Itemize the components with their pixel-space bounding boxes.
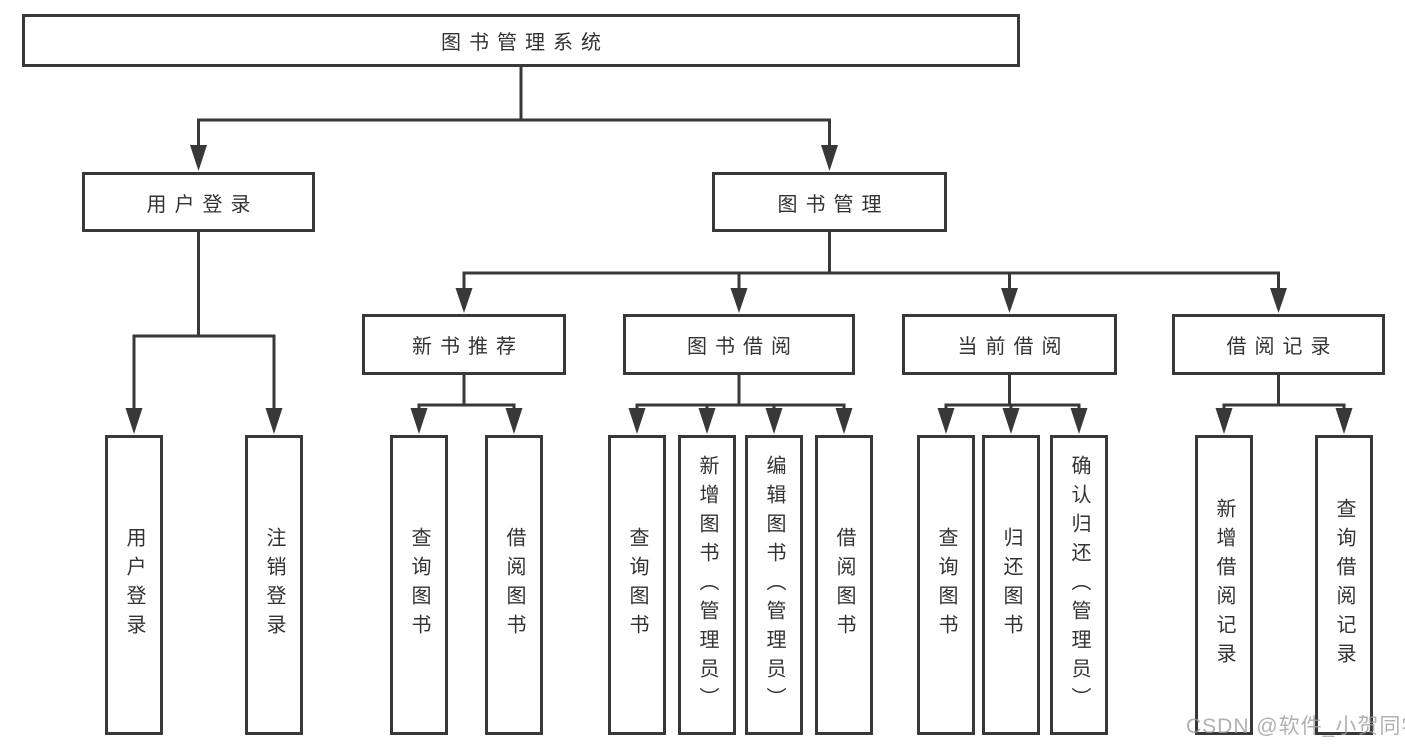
connector-currentborrow-to-leaves <box>944 374 1081 412</box>
arrowhead-icon <box>455 288 473 313</box>
arrowheads-borrowrecords-leaves <box>1215 408 1353 434</box>
arrowheads-newbook-leaves <box>410 408 523 434</box>
leaf-logout: 注销登录 <box>245 435 303 735</box>
arrowhead-icon <box>1070 408 1088 434</box>
arrowhead-icon <box>698 408 716 434</box>
node-label: 查询借阅记录 <box>1333 498 1355 672</box>
leaf-query-books-borrow: 查询图书 <box>608 435 666 735</box>
node-label: 查询图书 <box>626 527 648 643</box>
node-label: 归还图书 <box>1000 527 1022 643</box>
node-borrowing-records: 借阅记录 <box>1172 314 1385 375</box>
node-label: 新书推荐 <box>412 336 524 358</box>
node-label: 借阅图书 <box>503 527 525 643</box>
arrowhead-icon <box>190 145 207 171</box>
arrowhead-icon <box>1002 408 1020 434</box>
leaf-borrow-books-recommend: 借阅图书 <box>485 435 543 735</box>
leaf-add-books-admin: 新增图书（管理员） <box>678 435 736 735</box>
watermark: CSDN @软件_小贺同学 <box>1186 715 1405 738</box>
leaf-user-login: 用户登录 <box>105 435 163 735</box>
leaf-add-borrow-record: 新增借阅记录 <box>1195 435 1253 735</box>
node-root-library-system: 图书管理系统 <box>22 14 1020 67</box>
arrowhead-icon <box>1001 288 1018 313</box>
node-new-book-recommend: 新书推荐 <box>362 314 566 375</box>
node-label: 用户登录 <box>146 193 259 216</box>
node-label: 借阅图书 <box>833 527 855 643</box>
arrowhead-icon <box>1335 408 1353 434</box>
arrowheads-userlogin-leaves <box>125 408 283 434</box>
node-label: 图书借阅 <box>687 336 799 358</box>
arrowheads-level3 <box>455 288 1287 313</box>
connector-bookmgmt-to-groups <box>462 231 1280 290</box>
node-label: 确认归还（管理员） <box>1068 454 1090 716</box>
node-book-management-branch: 图书管理 <box>712 172 947 232</box>
arrowhead-icon <box>1270 288 1287 313</box>
node-label: 借阅记录 <box>1226 336 1339 358</box>
arrowhead-icon <box>1215 408 1233 434</box>
node-label: 查询图书 <box>935 527 957 643</box>
leaf-query-borrow-record: 查询借阅记录 <box>1315 435 1373 735</box>
arrowhead-icon <box>505 408 523 434</box>
arrowhead-icon <box>265 408 283 434</box>
arrowhead-icon <box>730 288 748 313</box>
node-label: 图书管理系统 <box>441 32 609 54</box>
node-label: 查询图书 <box>408 527 430 643</box>
node-label: 图书管理 <box>777 193 890 216</box>
arrowheads-level2 <box>190 145 838 171</box>
arrowhead-icon <box>835 408 853 434</box>
connector-newbook-to-leaves <box>417 374 516 412</box>
node-user-login-branch: 用户登录 <box>82 172 315 232</box>
arrowhead-icon <box>125 408 143 434</box>
leaf-return-books: 归还图书 <box>982 435 1040 735</box>
leaf-query-books-recommend: 查询图书 <box>390 435 448 735</box>
node-label: 用户登录 <box>123 527 145 643</box>
node-label: 注销登录 <box>263 527 285 643</box>
node-book-borrowing: 图书借阅 <box>623 314 855 375</box>
node-label: 编辑图书（管理员） <box>763 454 785 716</box>
connector-userlogin-to-leaves <box>132 231 276 410</box>
arrowhead-icon <box>628 408 646 434</box>
connector-borrowrecords-to-leaves <box>1222 374 1346 412</box>
node-current-borrowing: 当前借阅 <box>902 314 1117 375</box>
arrowhead-icon <box>765 408 783 434</box>
connector-root-to-level2 <box>197 67 831 147</box>
connector-bookborrow-to-leaves <box>635 374 846 412</box>
arrowheads-bookborrow-leaves <box>628 408 853 434</box>
leaf-query-books-current: 查询图书 <box>917 435 975 735</box>
leaf-borrow-books: 借阅图书 <box>815 435 873 735</box>
leaf-edit-books-admin: 编辑图书（管理员） <box>745 435 803 735</box>
leaf-confirm-return-admin: 确认归还（管理员） <box>1050 435 1108 735</box>
node-label: 新增图书（管理员） <box>696 454 718 716</box>
arrowhead-icon <box>821 145 838 171</box>
node-label: 当前借阅 <box>957 336 1070 358</box>
arrowheads-currentborrow-leaves <box>937 408 1088 434</box>
arrowhead-icon <box>937 408 955 434</box>
arrowhead-icon <box>410 408 428 434</box>
node-label: 新增借阅记录 <box>1213 498 1235 672</box>
